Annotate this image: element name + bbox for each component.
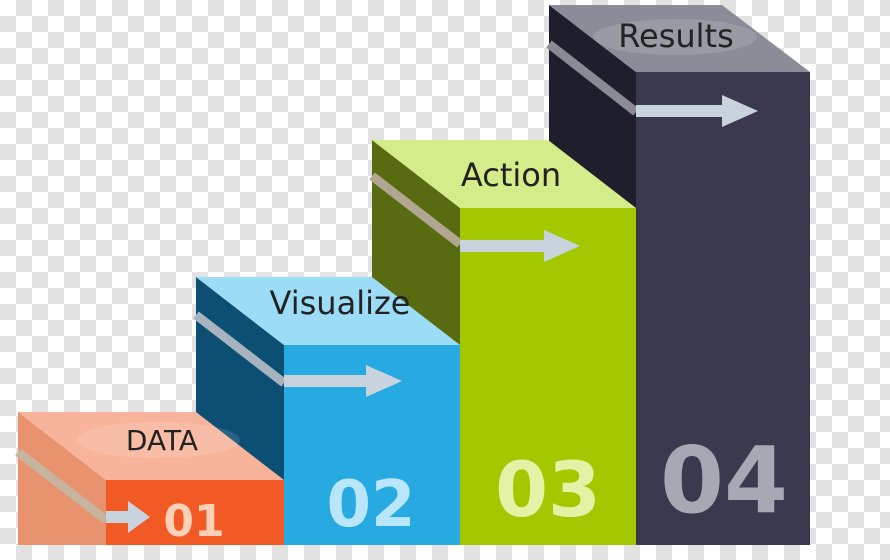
step-4-front-face [636, 72, 810, 545]
step-2-number: 02 [326, 468, 415, 542]
step-1-top-highlight [76, 422, 240, 458]
step-2-side-stripe [193, 311, 287, 387]
step-1-number: 01 [163, 496, 224, 547]
step-4-side-stripe [546, 40, 639, 116]
step-2-label: Visualize [270, 284, 411, 322]
step-1-side-face [18, 412, 106, 545]
step-3-front-face [460, 208, 636, 545]
arrow-icon [460, 230, 580, 262]
step-4-top-highlight [593, 19, 757, 55]
step-2-top-face [196, 277, 460, 345]
step-3-top-face [372, 140, 636, 208]
step-3-label: Action [461, 156, 561, 194]
step-1-top-face [18, 412, 284, 480]
step-1-side-stripe [15, 448, 109, 524]
step-1: DATA 01 [15, 412, 284, 547]
step-1-label: DATA [126, 424, 198, 457]
step-4-top-face [549, 5, 810, 72]
step-3-number: 03 [495, 445, 601, 534]
arrow-icon [284, 365, 402, 397]
step-3-side-stripe [369, 172, 463, 248]
arrow-icon [636, 95, 758, 127]
step-4-label: Results [618, 17, 734, 55]
step-4-number: 04 [660, 427, 788, 534]
arrow-icon [106, 501, 150, 533]
